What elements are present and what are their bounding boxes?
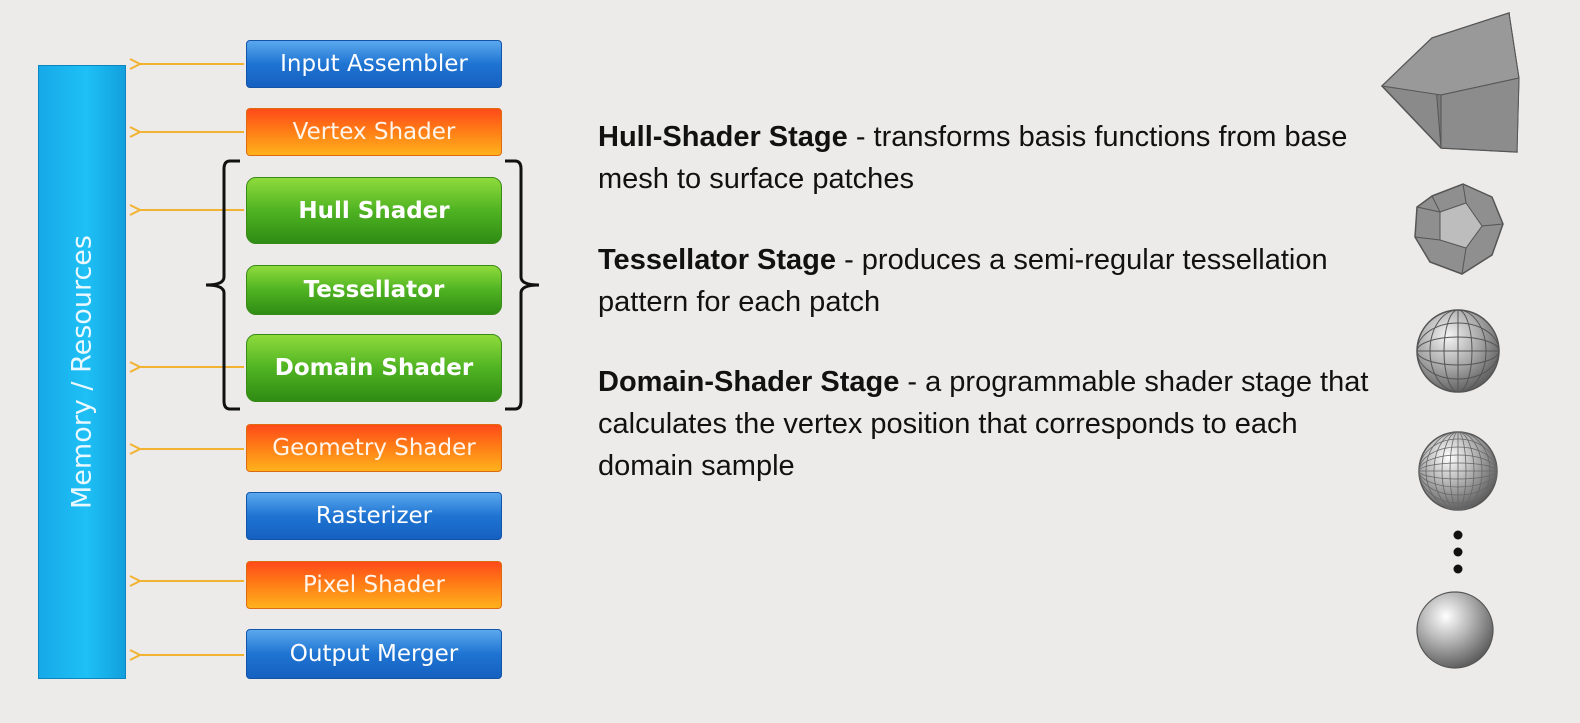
left-brace (205, 159, 240, 411)
description-text: - produces a semi-regular tessellation p… (598, 244, 1328, 318)
right-brace (505, 159, 540, 411)
stage-rasterizer: Rasterizer (246, 492, 502, 540)
description-title: Hull-Shader Stage (598, 121, 848, 153)
description-title: Tessellator Stage (598, 244, 837, 276)
description-text: - transforms basis functions from base m… (598, 121, 1348, 195)
stage-hull-shader: Hull Shader (246, 177, 502, 244)
stage-output-merger: Output Merger (246, 629, 502, 679)
stage-tessellator: Tessellator (246, 265, 502, 315)
description-hull-shader: Hull-Shader Stage - transforms basis fun… (598, 116, 1378, 200)
stage-geometry-shader: Geometry Shader (246, 424, 502, 472)
mid-poly-sphere-icon (1416, 309, 1500, 393)
description-domain-shader: Domain-Shader Stage - a programmable sha… (598, 361, 1378, 487)
cube-shape-icon (1380, 11, 1520, 153)
stage-pixel-shader: Pixel Shader (246, 561, 502, 609)
description-text: - a programmable shader stage that calcu… (598, 366, 1369, 482)
description-title: Domain-Shader Stage (598, 366, 900, 398)
memory-arrows (0, 0, 244, 723)
fine-mesh-sphere-icon (1418, 431, 1498, 511)
stage-input-assembler: Input Assembler (246, 40, 502, 88)
vertical-ellipsis-icon (1453, 530, 1463, 574)
description-tessellator: Tessellator Stage - produces a semi-regu… (598, 239, 1378, 323)
memory-resources-bar: Memory / Resources (38, 65, 126, 679)
stage-domain-shader: Domain Shader (246, 334, 502, 402)
stage-vertex-shader: Vertex Shader (246, 108, 502, 156)
low-poly-shape-icon (1414, 183, 1504, 275)
smooth-sphere-icon (1416, 591, 1494, 669)
tessellation-brackets (205, 159, 540, 411)
